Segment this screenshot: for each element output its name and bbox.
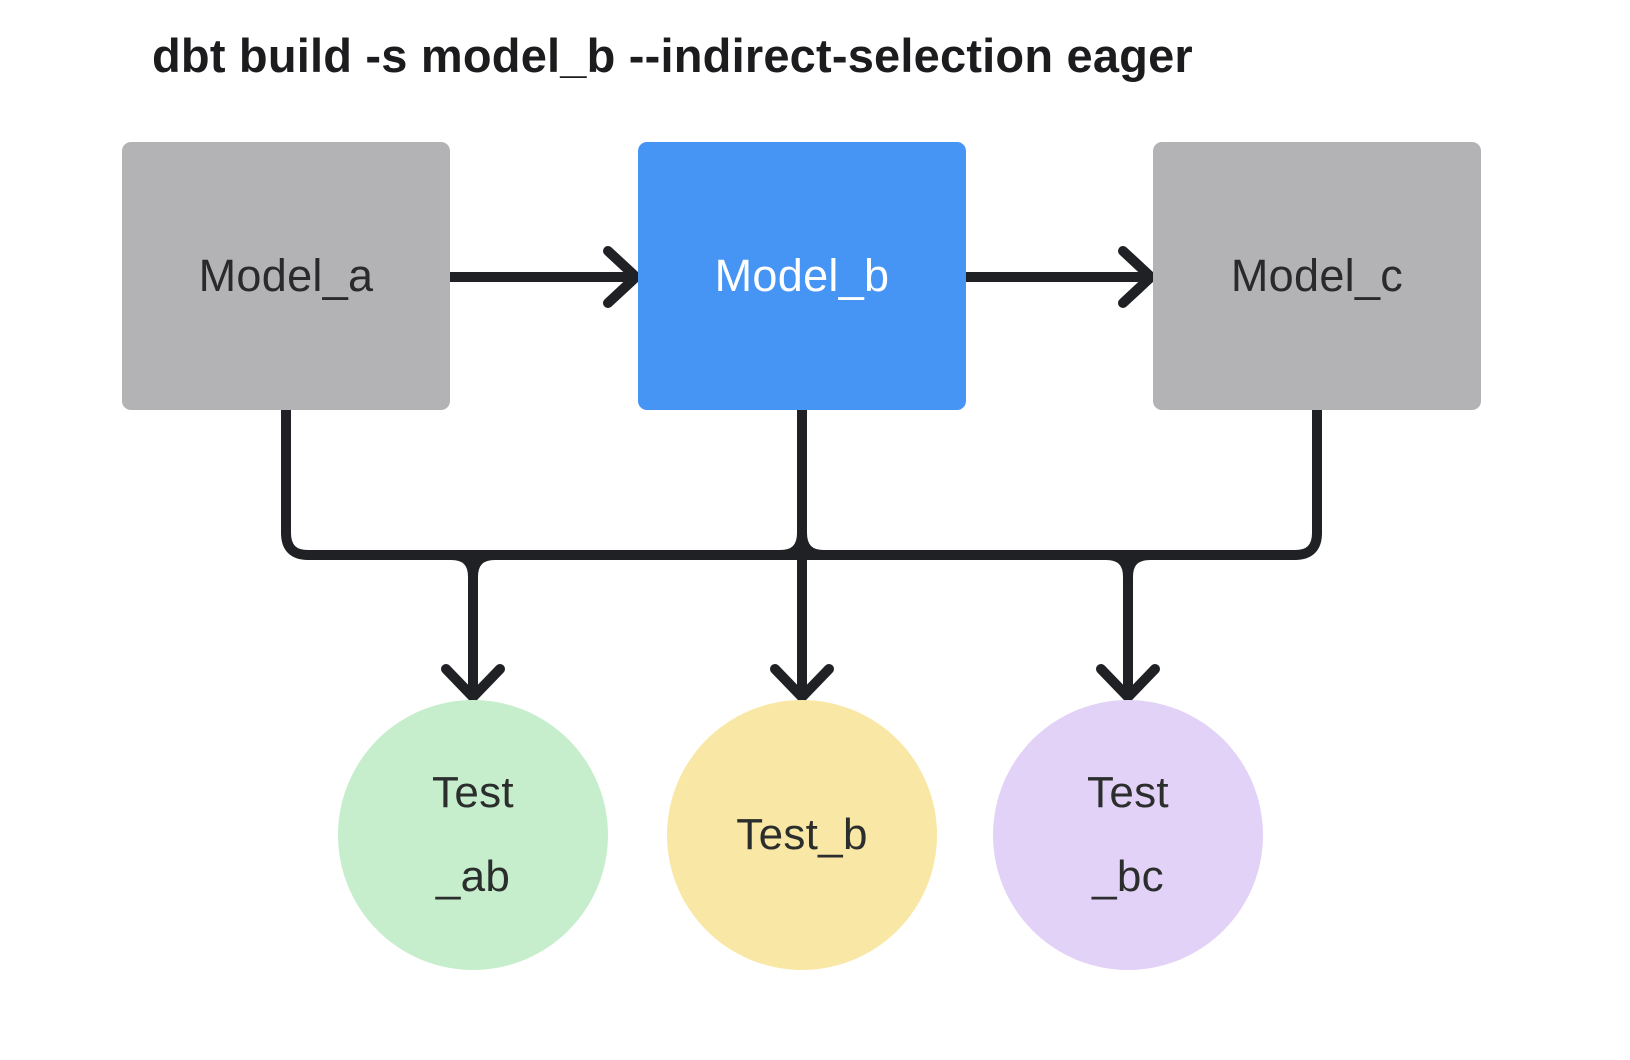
model-c-label: Model_c xyxy=(1230,250,1404,301)
model-a-label: Model_a xyxy=(198,250,374,301)
arrowhead-test-b xyxy=(770,664,834,702)
arrowhead-test-ab xyxy=(441,664,505,702)
edge-model-c-drop xyxy=(1290,405,1322,560)
model-b-label: Model_b xyxy=(714,250,890,301)
fillet-model-b-cross-right xyxy=(797,528,829,560)
arrowhead-model-b-to-model-c xyxy=(1118,246,1156,308)
arrowhead-test-bc xyxy=(1096,664,1160,702)
test-bc-label-line2: _bc xyxy=(1092,852,1164,901)
model-c-node: Model_c xyxy=(1153,142,1481,410)
test-ab-label-line1: Test xyxy=(432,768,514,817)
test-b-label: Test_b xyxy=(736,793,867,877)
test-ab-node: Test _ab xyxy=(338,700,608,970)
test-bc-node: Test _bc xyxy=(993,700,1263,970)
model-a-node: Model_a xyxy=(122,142,450,410)
test-b-node: Test_b xyxy=(667,700,937,970)
test-b-label-line1: Test_b xyxy=(736,810,868,859)
edge-model-a-drop xyxy=(281,405,313,560)
fillet-test-bc-right xyxy=(1123,550,1155,582)
test-bc-label-line1: Test xyxy=(1087,768,1169,817)
fillet-test-ab-right xyxy=(468,550,500,582)
model-b-node-selected: Model_b xyxy=(638,142,966,410)
diagram-title: dbt build -s model_b --indirect-selectio… xyxy=(152,29,1193,82)
test-bc-label: Test _bc xyxy=(1087,751,1169,919)
test-ab-label: Test _ab xyxy=(432,751,514,919)
test-ab-label-line2: _ab xyxy=(435,852,511,901)
arrowhead-model-a-to-model-b xyxy=(603,246,641,308)
